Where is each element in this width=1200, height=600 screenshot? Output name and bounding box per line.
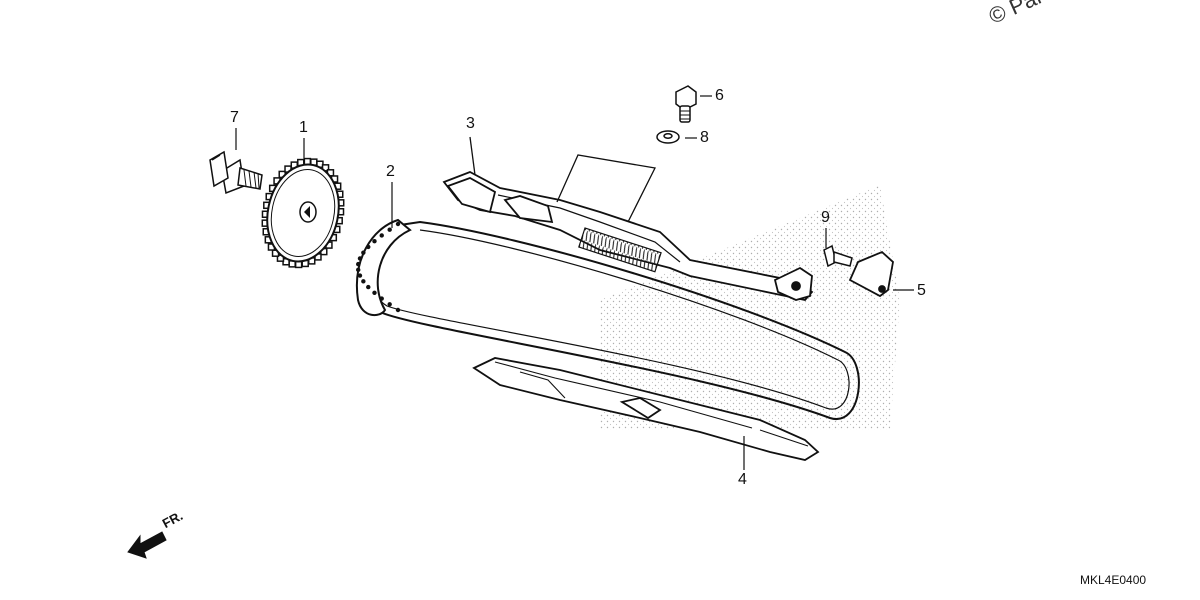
chain-link [387,302,392,307]
callout-7: 7 [230,109,239,126]
callout-3: 3 [466,115,475,132]
chain-link [395,307,401,313]
chain-guide [472,357,820,461]
callout-4: 4 [738,471,747,488]
leader-bracket [469,136,656,223]
callout-1: 1 [299,119,308,136]
chain-link [387,227,392,232]
cam-chain [355,218,860,420]
chain-link [357,273,363,278]
chain-link [379,233,384,238]
tensioner-bracket [848,250,894,298]
shading [600,185,900,430]
washer [656,130,680,144]
sprocket-bolt [209,150,263,195]
chain-link [379,296,384,301]
chain-link [361,250,366,255]
chain-link [366,284,371,290]
arm-bolt [675,85,697,123]
chain-link [361,279,366,284]
cam-sprocket [261,157,345,269]
chain-link [356,261,361,267]
callout-9: 9 [821,209,830,226]
chain-link [372,290,377,295]
chain-link [366,244,371,250]
leader-lines [235,95,914,470]
chain-link [372,239,377,244]
tensioner-arm [442,171,814,301]
callout-6: 6 [715,87,724,104]
callout-5: 5 [917,282,926,299]
front-arrow [127,531,167,559]
callout-8: 8 [700,129,709,146]
chain-link [356,267,361,273]
chain-link [395,221,401,227]
callout-2: 2 [386,163,395,180]
chain-link [357,256,363,261]
bracket-bolt [823,244,853,268]
diagram-code: MKL4E0400 [1080,573,1147,587]
